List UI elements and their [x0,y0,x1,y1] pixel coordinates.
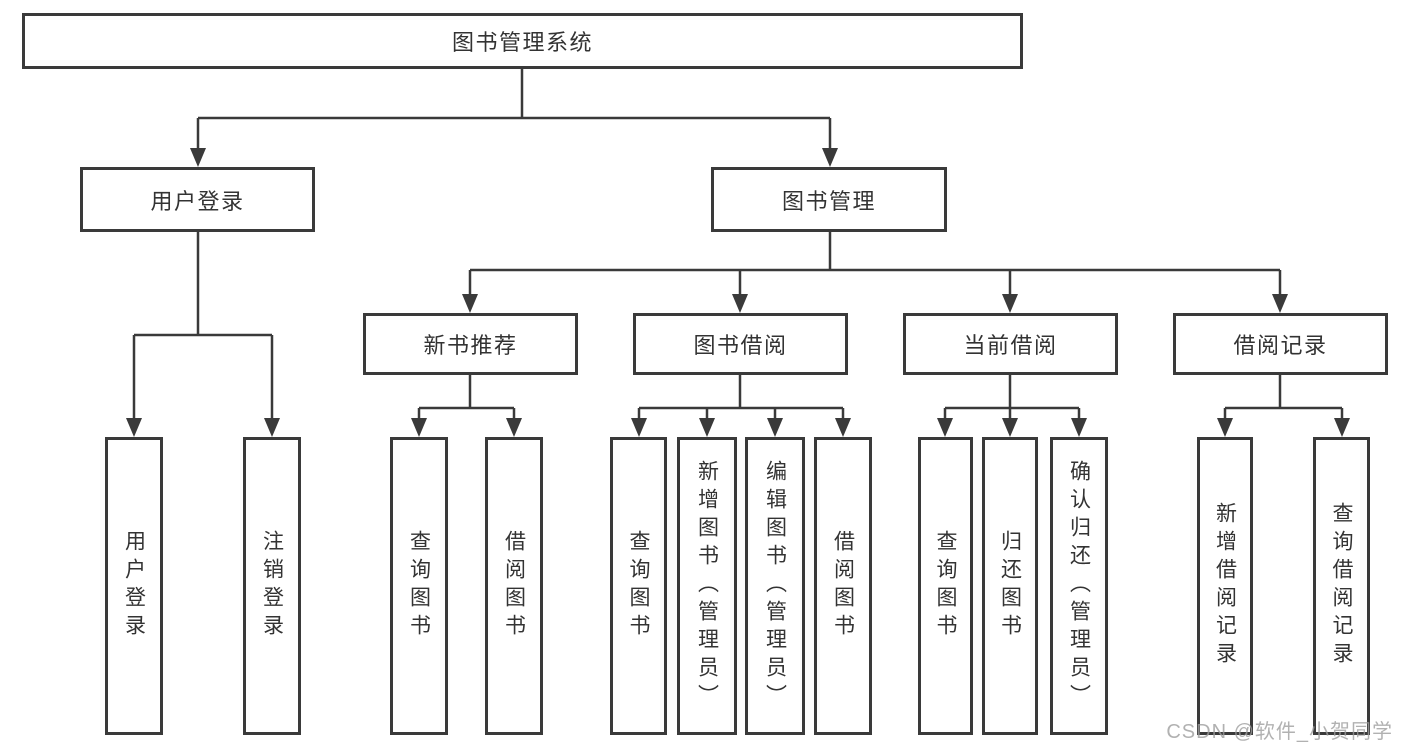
leaf-return-books: 归还图书 [982,437,1038,735]
leaf-label: 归还图书 [998,530,1022,642]
leaf-borrow-books-2: 借阅图书 [814,437,872,735]
node-borrow-records: 借阅记录 [1173,313,1388,375]
leaf-label: 注销登录 [260,530,284,642]
leaf-label: 查询借阅记录 [1330,502,1353,670]
node-root: 图书管理系统 [22,13,1023,69]
leaf-confirm-return-admin: 确认归还（管理员） [1050,437,1108,735]
node-user-login: 用户登录 [80,167,315,232]
node-current-borrow: 当前借阅 [903,313,1118,375]
leaf-label: 查询图书 [627,530,650,642]
leaf-label: 查询图书 [934,530,957,642]
leaf-label: 用户登录 [122,530,146,642]
leaf-label: 新增图书（管理员） [695,460,719,712]
leaf-label: 借阅图书 [831,530,855,642]
leaf-label: 新增借阅记录 [1213,502,1237,670]
leaf-query-books-2: 查询图书 [610,437,667,735]
leaf-query-books-1: 查询图书 [390,437,448,735]
watermark: CSDN @软件_小贺同学 [1166,721,1393,743]
leaf-label: 借阅图书 [502,530,526,642]
node-new-book-recommend: 新书推荐 [363,313,578,375]
leaf-query-borrow-record: 查询借阅记录 [1313,437,1370,735]
arrowheads [126,148,1350,437]
leaf-borrow-books-1: 借阅图书 [485,437,543,735]
leaf-edit-books-admin: 编辑图书（管理员） [745,437,805,735]
leaf-logout: 注销登录 [243,437,301,735]
leaf-add-borrow-record: 新增借阅记录 [1197,437,1253,735]
leaf-label: 查询图书 [407,530,431,642]
leaf-label: 确认归还（管理员） [1067,460,1091,712]
node-book-management: 图书管理 [711,167,947,232]
leaf-query-books-3: 查询图书 [918,437,973,735]
leaf-label: 编辑图书（管理员） [763,460,787,712]
leaf-add-books-admin: 新增图书（管理员） [677,437,737,735]
node-book-borrow: 图书借阅 [633,313,848,375]
leaf-user-login: 用户登录 [105,437,163,735]
